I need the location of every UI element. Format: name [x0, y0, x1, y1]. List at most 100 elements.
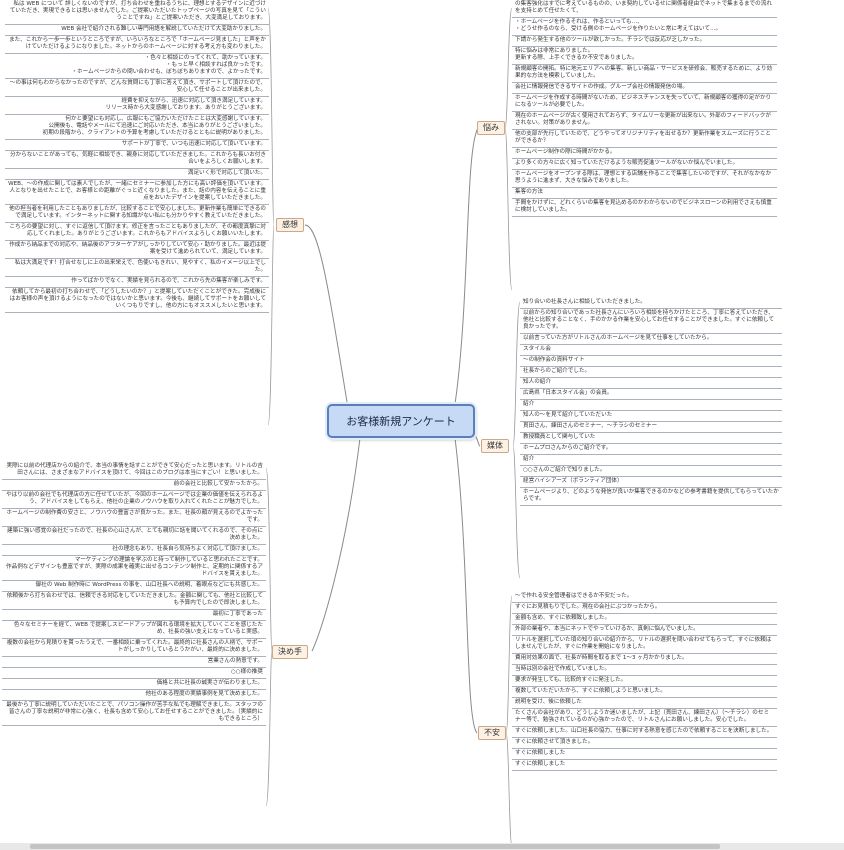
fuan-note[interactable]: リトルを選択していた頃の知り合いの紹介から、リトルの選択を問い合わせてもらって、… [512, 636, 777, 654]
fuan-note[interactable]: すぐにお見積もりでした。現在の会社にぶつかったから。 [512, 603, 777, 614]
kimete-note[interactable]: ○○様の推奨 [2, 668, 266, 679]
fuan-note[interactable]: すぐに依頼しました [512, 760, 777, 771]
baitai-note[interactable]: 社長からのご紹介でした。 [520, 367, 782, 378]
kansou-note[interactable]: こちらの要望に対し、すぐに返信して頂けます。修正を言ったこともありましたが、その… [5, 223, 269, 241]
baitai-notes: 知り合いの社長さんに相談していただきました。以前からの知り合いであった社長さんに… [520, 298, 782, 506]
kimete-note[interactable]: 最後から丁寧に説明していただいたことで、パソコン操作が苦手な私でも理解できました… [2, 701, 266, 726]
kansou-note[interactable]: 作成から納品までの対応や、納品後のアフターケアがしっかりしていて安心・助かりまし… [5, 241, 269, 259]
baitai-note[interactable]: ホームプロさんからのご紹介です。 [520, 444, 782, 455]
kansou-note[interactable]: 作ってばかりでなく、実績を見られるので、これから先の集客が楽しみです。 [5, 277, 269, 288]
baitai-note[interactable]: スタイル会 [520, 345, 782, 356]
nayami-note[interactable]: ホームページを作成する時間がないため、ビジネスチャンスを失っていて、新規顧客の獲… [512, 94, 777, 112]
nayami-note[interactable]: ホームページをオープンする際は、理想とする店舗を作ることで集客したいのですが、そ… [512, 170, 777, 188]
fuan-note[interactable]: すぐに依頼しました。山口社長の協力、仕事に対する熱意を感じたので依頼することを決… [512, 727, 777, 738]
nayami-note[interactable]: 現在のホームページが古く使用されておらず、タイムリーな更新が出来ない。外部のフィ… [512, 112, 777, 130]
fuan-note[interactable]: 説明を受け、後に依頼した [512, 698, 777, 709]
nayami-notes: の集客強化はすでに考えているものの、いま契約しているせに関係者経由でネットで集ま… [512, 0, 777, 217]
nayami-note[interactable]: より多くの方々に広く知っていただけるような販売促進ツールがないか悩んでいました。 [512, 159, 777, 170]
branch-kimete[interactable]: 決め手 [272, 645, 308, 659]
horizontal-scrollbar-thumb[interactable] [30, 844, 720, 849]
central-topic[interactable]: お客様新規アンケート [327, 404, 475, 438]
kimete-note[interactable]: 社の理念もあり、社長自ら気持ちよく対応して頂けました。 [2, 545, 266, 556]
baitai-note[interactable]: ○○さんのご紹介で知りました。 [520, 466, 782, 477]
kimete-note[interactable]: 色々なセミナーを経て、WEB で提案しスピードアップが図れる環境を拡大していくこ… [2, 621, 266, 639]
kansou-note[interactable]: 分からないことがあっても、気軽に相談でき、親身に対応していただきました。これから… [5, 151, 269, 169]
branch-kansou[interactable]: 感想 [276, 218, 304, 232]
fuan-notes: ～で作れる安全管理者はできるか不安だった。すぐにお見積もりでした。現在の会社にぶ… [512, 592, 777, 771]
branch-baitai[interactable]: 媒体 [481, 439, 509, 453]
connector-kimete-notes [265, 467, 273, 807]
kimete-note[interactable]: 依頼後から打ち合わせでは、信頼できる対応をしていただきました。金額に関しても、他… [2, 592, 266, 610]
fuan-note[interactable]: すぐに依頼させて頂きました。 [512, 738, 777, 749]
branch-kimete-label: 決め手 [278, 647, 302, 656]
nayami-note[interactable]: 手間をかけずに、どれくらいの集客を見込めるのかわからないのでビジネスローンの利用… [512, 199, 777, 217]
baitai-note[interactable]: ホームページより、どのような発信が良いか集客できるのかなどの参考書籍を提供しても… [520, 488, 782, 506]
baitai-note[interactable]: 教授職員として関与していた [520, 433, 782, 444]
kimete-note[interactable]: ホームページの制作費の安さと、ノウハウの豊富さが良かった。また、社長の顔が見える… [2, 509, 266, 527]
kansou-note[interactable]: 何かと要望にも対応し、広報にもご協力いただけたことは大変感謝しています。 公開後… [5, 115, 269, 140]
connector-baitai-notes [512, 301, 521, 579]
branch-fuan-label: 不安 [484, 728, 500, 737]
kimete-note[interactable]: 建築に強い感覚の会社だったので、社長の心山さんが、とても親切に話を聞いてくれるの… [2, 527, 266, 545]
kansou-note[interactable]: WEB、～の作成に関しては素人でしたが、一緒にセミナーに参加した方にも高い評価を… [5, 180, 269, 205]
kimete-notes: 実際に以前の代理店からの紹介で、本当の事情を話すことができて安心だったと思います… [2, 462, 266, 726]
nayami-note[interactable]: 会社に情報発信できるサイトの作成。グループ会社の情報発信の場。 [512, 83, 777, 94]
kimete-note[interactable]: 他社のある程度の実績事例を見て決めました。 [2, 690, 266, 701]
nayami-note[interactable]: 下請から発生する他のツールが欲しかった。チラシでは反応が乏しかった。 [512, 36, 777, 47]
kansou-note[interactable]: 満足いく形で対応して頂いた。 [5, 169, 269, 180]
baitai-note[interactable]: 広島県「日本スタイル会」の会員。 [520, 389, 782, 400]
kansou-note[interactable]: 他の担当者を利用したこともありましたが、比較することで安心しました。更新作業も簡… [5, 205, 269, 223]
baitai-note[interactable]: 貫田さん、練田さんのセミナー、～チラシのセミナー [520, 422, 782, 433]
fuan-note[interactable]: すぐに依頼しました [512, 749, 777, 760]
fuan-note[interactable]: 要求が発生しても、比較的すぐに発注した。 [512, 676, 777, 687]
nayami-note[interactable]: 新規顧客の開拓。特に地元エリアへの集客。新しい商品・サービスを研修会、販売するた… [512, 65, 777, 83]
kansou-note[interactable]: また、これから一歩一歩というところですが、いろいろなところで「ホームページ見まし… [5, 36, 269, 54]
nayami-note[interactable]: ホームページ制作の際に時間がかかる。 [512, 148, 777, 159]
kimete-note[interactable]: 御社の Web 制作時に WordPress の事を、山口社長への説明、着眼点な… [2, 581, 266, 592]
kansou-note[interactable]: ・色々と相談にのってくれて、助かっています。 ・もっと早く相談すれば良かったです… [5, 54, 269, 79]
nayami-note[interactable]: ・ホームページを作るそれは、作るといっても…、 ・どうせ作るのなら、受ける側のホ… [512, 18, 777, 36]
baitai-note[interactable]: 経営ハイシアーズ（ボランティア団体） [520, 477, 782, 488]
kimete-note[interactable]: 営業さんの熱意です。 [2, 657, 266, 668]
connector-central-kimete [311, 437, 361, 652]
nayami-note[interactable]: 他の支部が先行していたので、どうやってオリジナリティを出せるか？更新作業をスムー… [512, 130, 777, 148]
baitai-note[interactable]: 知人の～を見て紹介していただいた [520, 411, 782, 422]
baitai-note[interactable]: 以前からの知り合いであった社長さんにいろいろ相談を持ちかけたところ、丁寧に答えて… [520, 309, 782, 334]
fuan-note[interactable]: 複数していただいたから、すぐに依頼しようと思いました。 [512, 687, 777, 698]
fuan-note[interactable]: 当時は別の会社で作成していました。 [512, 665, 777, 676]
kimete-note[interactable]: やはり以前の会社でも代理店の方に任せていたが、今回のホームページでは企業の価値を… [2, 491, 266, 509]
kansou-note[interactable]: 経費を抑えながら、迅速に対応して頂き満足しています。 リリース時から大変感謝して… [5, 97, 269, 115]
kimete-note[interactable]: 最初に丁寧であった [2, 610, 266, 621]
kansou-note[interactable]: ～の事は何もわからなかったのですが、どんな質問にも丁寧に答えて頂き、サポートして… [5, 79, 269, 97]
kimete-note[interactable]: マーケティングの理論を学ぶのと持って制作していると思われたことです。 作品例など… [2, 556, 266, 581]
nayami-note[interactable]: 特に悩みは非常にありました。 更新する際、上手くできるか不安でありました。 [512, 47, 777, 65]
nayami-note[interactable]: 集客の方法 [512, 188, 777, 199]
fuan-note[interactable]: 金額も含め、すぐに依頼致しました。 [512, 614, 777, 625]
connector-fuan-notes [505, 595, 513, 847]
baitai-note[interactable]: ～の制作会の資料サイト [520, 356, 782, 367]
connector-nayami-notes [504, 7, 513, 291]
nayami-note[interactable]: の集客強化はすでに考えているものの、いま契約しているせに関係者経由でネットで集ま… [512, 0, 777, 18]
fuan-note[interactable]: 費用対効果の面で、社長が時間を取るまで 1～3 ヶ月かかりました。 [512, 654, 777, 665]
kimete-note[interactable]: 価格と共に社長の誠実さが伝わりました。 [2, 679, 266, 690]
kansou-note[interactable]: サポートが丁寧で、いつも迅速に対応して頂いています。 [5, 140, 269, 151]
kansou-note[interactable]: 依頼してから最初の打ち合わせで、「どうしたいのか？」と提案していただくことができ… [5, 288, 269, 313]
fuan-note[interactable]: 外部の業者や、本当にネットでやっていけるか、真剣に悩んでいました。 [512, 625, 777, 636]
branch-kansou-label: 感想 [282, 220, 298, 229]
baitai-note[interactable]: 以前言っていた方がリトルさんのホームページを見て仕事をしていたから。 [520, 334, 782, 345]
kansou-note[interactable]: WEB 会社で紹介される難しい専門用語を解説していただけて大変助かりました。 [5, 25, 269, 36]
kansou-note[interactable]: 私は WEB について 詳しくないのですが、打ち合わせを重ねるうちに、理想とする… [5, 0, 269, 25]
baitai-note[interactable]: 知り合いの社長さんに相談していただきました。 [520, 298, 782, 309]
branch-fuan[interactable]: 不安 [478, 726, 506, 740]
kimete-note[interactable]: 実際に以前の代理店からの紹介で、本当の事情を話すことができて安心だったと思います… [2, 462, 266, 480]
fuan-note[interactable]: ～で作れる安全管理者はできるか不安だった。 [512, 592, 777, 603]
kimete-note[interactable]: 前の会社と比較して安かったから。 [2, 480, 266, 491]
kansou-note[interactable]: 私は大満足です！打合せなしに上の出来栄えで、色使いもきれい、見やすく、私のイメー… [5, 259, 269, 277]
branch-nayami[interactable]: 悩み [477, 121, 505, 135]
kimete-note[interactable]: 複数の会社から見積りを貰ったうえで、一番相談に乗ってくれた。最終的に社長さんの人… [2, 639, 266, 657]
baitai-note[interactable]: 知人の紹介 [520, 378, 782, 389]
branch-baitai-label: 媒体 [487, 441, 503, 450]
baitai-note[interactable]: 紹介 [520, 400, 782, 411]
baitai-note[interactable]: 紹介 [520, 455, 782, 466]
fuan-note[interactable]: たくさんの会社があり、どうしようか迷いましたが、上記（貫田さん、練田さん）（～チ… [512, 709, 777, 727]
